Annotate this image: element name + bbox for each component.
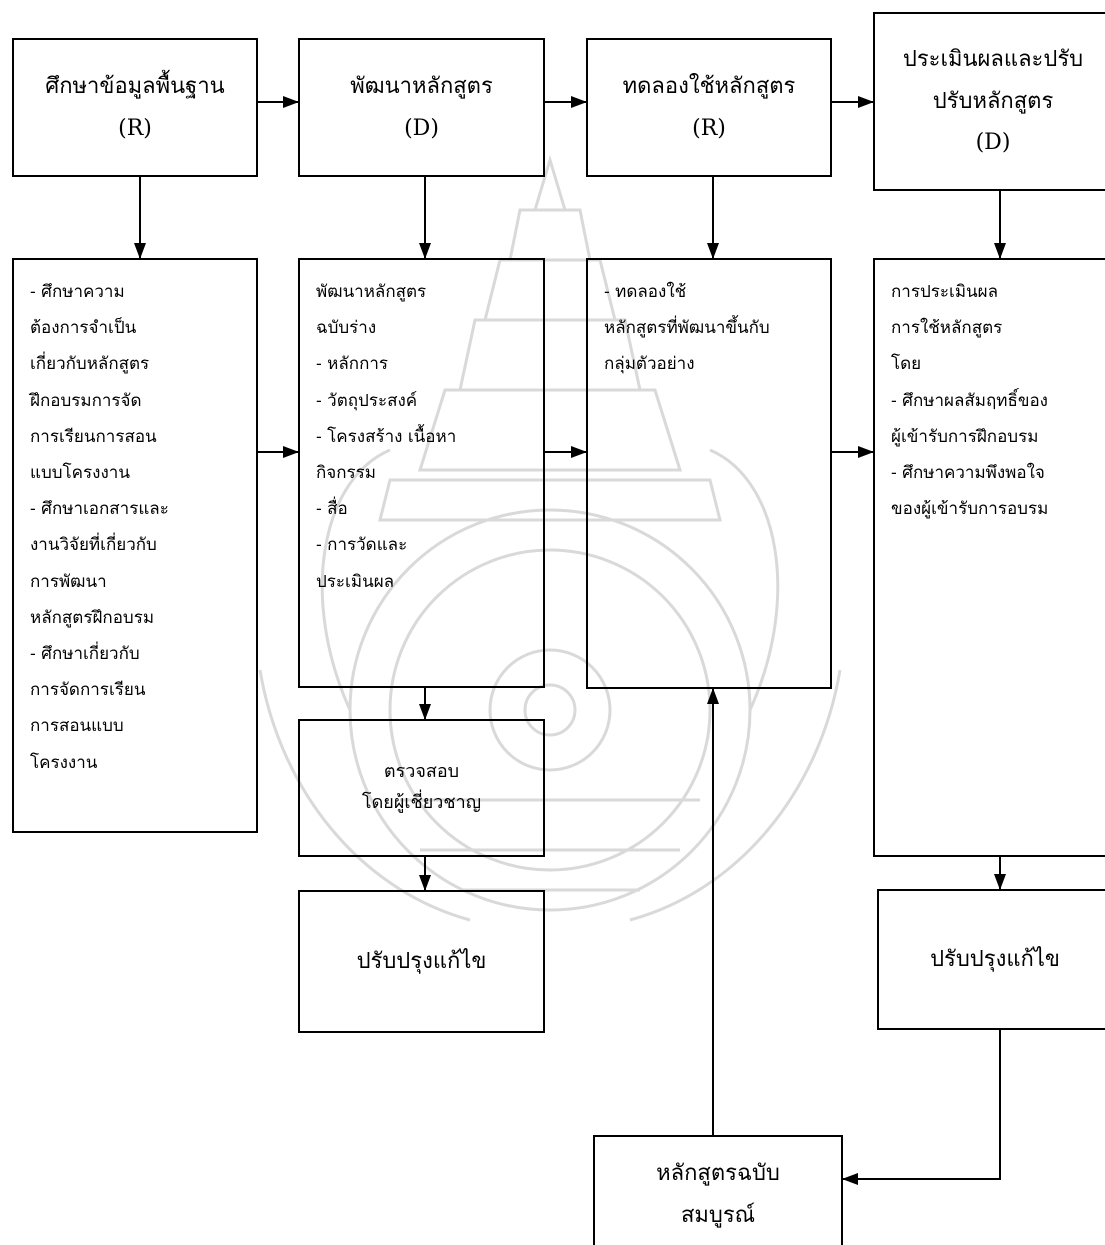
detail-line: - การวัดและ	[316, 535, 408, 556]
expert-review-line2: โดยผู้เชี่ยวชาญ	[361, 792, 482, 813]
stage-box-curriculum-tryout: ทดลองใช้หลักสูตร (R)	[586, 38, 832, 177]
expert-review-box: ตรวจสอบ โดยผู้เชี่ยวชาญ	[298, 719, 545, 857]
stage-title-line2: ปรับหลักสูตร	[932, 88, 1054, 114]
stage-title: ทดลองใช้หลักสูตร	[622, 73, 796, 99]
detail-line: - ศึกษาความ	[30, 282, 125, 302]
stage-title-line1: ประเมินผลและปรับ	[902, 46, 1084, 72]
stage-box-basic-study: ศึกษาข้อมูลพื้นฐาน (R)	[12, 38, 258, 177]
detail-line: การพัฒนา	[30, 571, 107, 592]
detail-line: ฉบับร่าง	[316, 318, 377, 339]
revise-box-evaluation: ปรับปรุงแก้ไข	[877, 889, 1105, 1030]
detail-line: กลุ่มตัวอย่าง	[604, 354, 695, 375]
detail-line: ประเมินผล	[316, 571, 395, 592]
detail-box-tryout: - ทดลองใช้ หลักสูตรที่พัฒนาขึ้นกับ กลุ่ม…	[586, 258, 832, 689]
detail-line: - สื่อ	[316, 499, 348, 520]
detail-line: กิจกรรม	[316, 463, 377, 484]
detail-line: ฝึกอบรมการจัด	[30, 390, 142, 411]
detail-line: - ศึกษาเกี่ยวกับ	[30, 644, 140, 665]
detail-line: งานวิจัยที่เกี่ยวกับ	[30, 535, 157, 556]
final-curriculum-line1: หลักสูตรฉบับ	[656, 1161, 780, 1187]
detail-line: หลักสูตรที่พัฒนาขึ้นกับ	[604, 318, 770, 339]
detail-line: - ศึกษาเอกสารและ	[30, 499, 169, 520]
stage-code: (D)	[975, 130, 1011, 156]
detail-line: การจัดการเรียน	[30, 680, 146, 701]
detail-line: - วัตถุประสงค์	[316, 390, 418, 411]
detail-line: หลักสูตรฝึกอบรม	[30, 607, 155, 628]
detail-line: โครงงาน	[30, 752, 98, 773]
detail-line: การประเมินผล	[891, 282, 999, 302]
stage-title: ศึกษาข้อมูลพื้นฐาน	[45, 73, 225, 99]
detail-line: - ศึกษาผลสัมฤทธิ์ของ	[891, 390, 1048, 411]
revise-box-development: ปรับปรุงแก้ไข	[298, 890, 545, 1033]
detail-line: การสอนแบบ	[30, 716, 124, 737]
detail-line: แบบโครงงาน	[30, 463, 130, 484]
detail-line: ต้องการจำเป็น	[30, 318, 137, 339]
revise-label: ปรับปรุงแก้ไข	[930, 946, 1060, 972]
connector-revise-to-final	[842, 1030, 1001, 1185]
stage-code: (D)	[404, 115, 439, 141]
detail-line: ของผู้เข้ารับการอบรม	[891, 499, 1049, 520]
expert-review-line1: ตรวจสอบ	[383, 761, 460, 783]
detail-box-draft-curriculum: พัฒนาหลักสูตร ฉบับร่าง - หลักการ - วัตถุ…	[298, 258, 545, 688]
stage-box-evaluation-revision: ประเมินผลและปรับ ปรับหลักสูตร (D)	[873, 12, 1105, 191]
detail-line: ผู้เข้ารับการฝึกอบรม	[891, 426, 1039, 447]
final-curriculum-box: หลักสูตรฉบับ สมบูรณ์	[593, 1135, 843, 1245]
revise-label: ปรับปรุงแก้ไข	[356, 948, 487, 974]
detail-line: - หลักการ	[316, 354, 389, 375]
detail-line: เกี่ยวกับหลักสูตร	[30, 354, 150, 375]
detail-box-basic-study: - ศึกษาความ ต้องการจำเป็น เกี่ยวกับหลักส…	[12, 258, 258, 833]
detail-line: - ทดลองใช้	[604, 282, 687, 302]
stage-code: (R)	[118, 115, 152, 141]
final-curriculum-line2: สมบูรณ์	[680, 1203, 756, 1228]
detail-line: - ศึกษาความพึงพอใจ	[891, 463, 1045, 484]
detail-line: การเรียนการสอน	[30, 426, 157, 447]
stage-title: พัฒนาหลักสูตร	[350, 73, 493, 99]
stage-box-curriculum-development: พัฒนาหลักสูตร (D)	[298, 38, 545, 177]
detail-line: การใช้หลักสูตร	[891, 318, 1003, 339]
detail-line: - โครงสร้าง เนื้อหา	[316, 426, 457, 447]
detail-line: โดย	[891, 354, 922, 375]
detail-line: พัฒนาหลักสูตร	[316, 282, 427, 302]
detail-box-evaluation: การประเมินผล การใช้หลักสูตร โดย - ศึกษาผ…	[873, 258, 1105, 857]
stage-code: (R)	[692, 115, 726, 141]
